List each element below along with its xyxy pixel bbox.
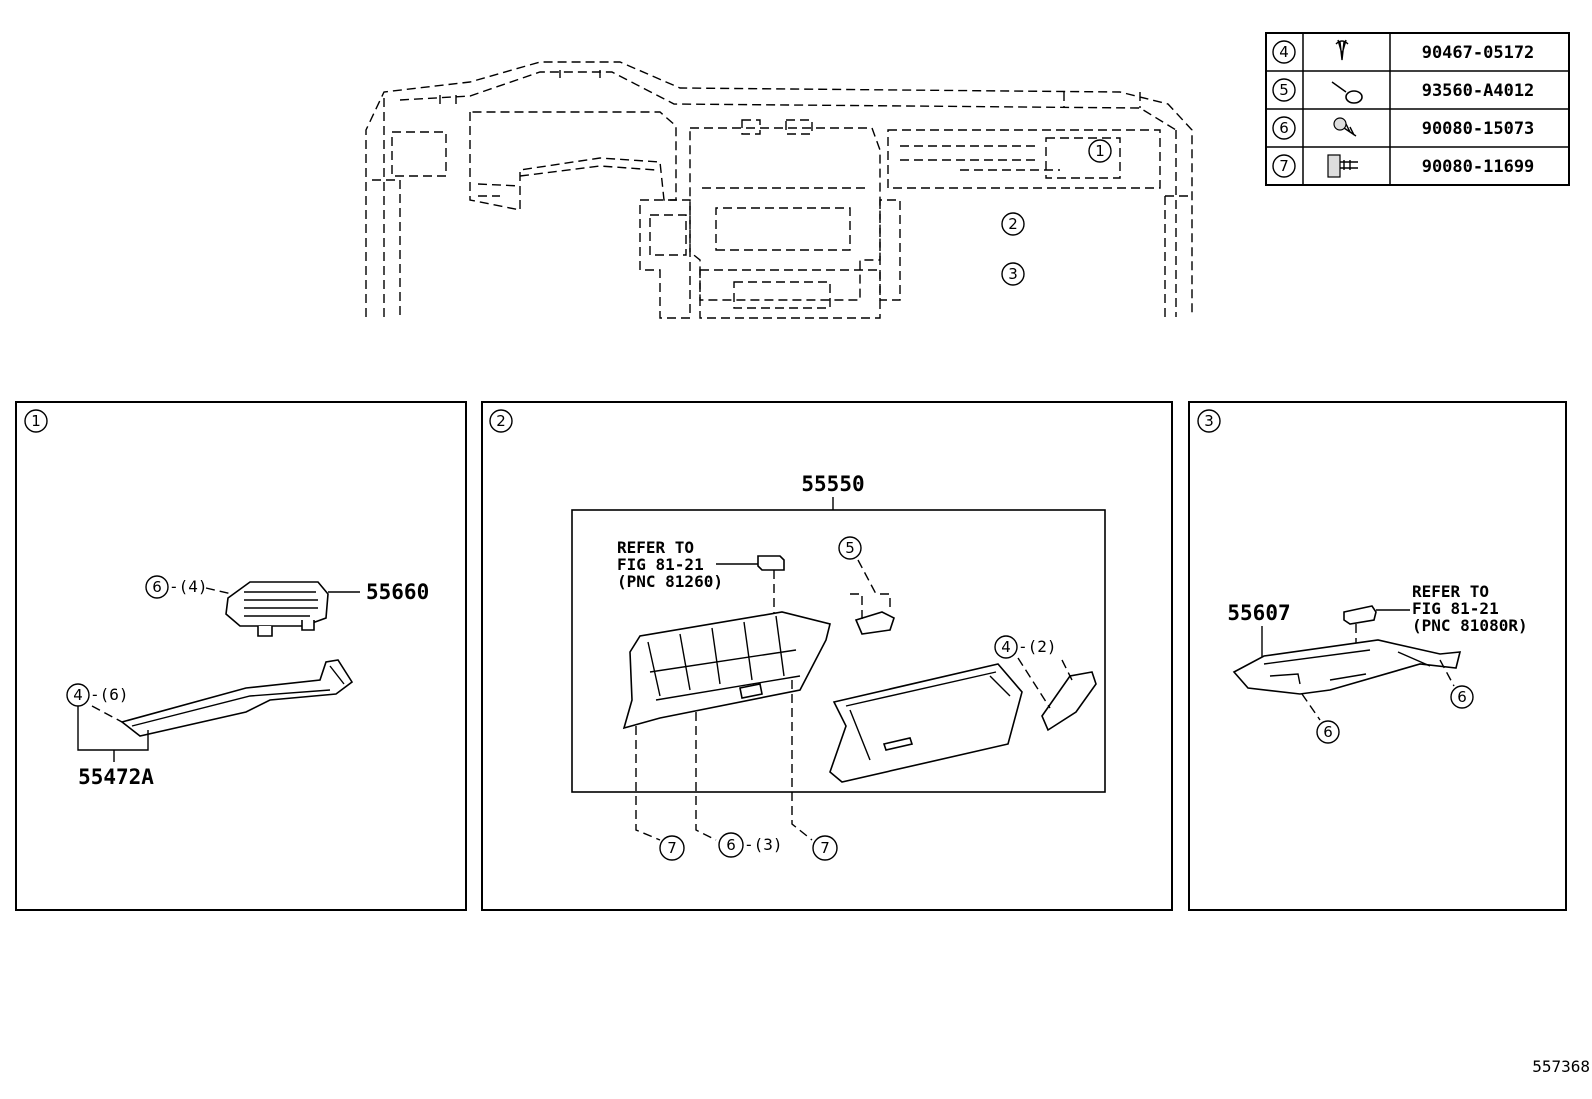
trim-panel-part <box>120 659 354 737</box>
svg-text:(PNC 81260): (PNC 81260) <box>617 572 723 591</box>
lower-panel-part <box>1232 639 1462 695</box>
assembly-box <box>571 509 1106 793</box>
svg-text:(PNC 81080R): (PNC 81080R) <box>1412 616 1528 635</box>
pin-icon <box>1331 81 1363 104</box>
svg-text:6: 6 <box>1457 688 1467 706</box>
svg-text:FIG 81-21: FIG 81-21 <box>1412 599 1499 618</box>
svg-text:REFER TO: REFER TO <box>1412 582 1489 601</box>
svg-text:FIG 81-21: FIG 81-21 <box>617 555 704 574</box>
panel-ref: 3 <box>1204 412 1214 430</box>
screw-icon <box>1333 117 1357 137</box>
legend-table: 4 90467-05172 5 93560-A4012 6 90080-1507… <box>1265 32 1570 186</box>
hinge-part <box>1041 671 1097 732</box>
clip-icon <box>1335 39 1349 61</box>
svg-text:1: 1 <box>1095 142 1105 160</box>
part-number-55607: 55607 <box>1227 601 1290 625</box>
bolt-icon <box>1327 154 1358 178</box>
callout-6: 6 <box>718 832 744 858</box>
legend-ref: 7 <box>1279 157 1289 175</box>
side-vent-part <box>225 581 329 637</box>
legend-ref: 4 <box>1279 43 1289 61</box>
legend-part-number: 90080-15073 <box>1422 119 1535 139</box>
legend-part-number: 93560-A4012 <box>1422 81 1535 101</box>
panel-ref: 1 <box>31 412 41 430</box>
qty-label: -(6) <box>90 685 129 704</box>
panel-2: 2 55550 REFER TO FIG 81-21 (PNC 81260) 5 <box>481 401 1173 911</box>
svg-text:7: 7 <box>667 839 677 857</box>
legend-row-5: 5 93560-A4012 <box>1272 78 1535 104</box>
refer-note: REFER TO FIG 81-21 (PNC 81260) <box>617 538 723 591</box>
switch-part <box>1343 605 1377 625</box>
svg-text:2: 2 <box>1008 215 1018 233</box>
svg-text:7: 7 <box>820 839 830 857</box>
damper-part <box>854 611 895 635</box>
callout-4: 4 <box>66 683 90 707</box>
legend-row-7: 7 90080-11699 <box>1272 154 1535 178</box>
legend-row-4: 4 90467-05172 <box>1272 39 1535 64</box>
switch-part <box>757 555 785 571</box>
diagram-id: 557368 <box>1532 1057 1590 1076</box>
legend-ref: 6 <box>1279 119 1289 137</box>
callout-7: 7 <box>812 835 838 861</box>
glove-box-door <box>829 663 1023 783</box>
callout-6: 6 <box>1450 685 1474 709</box>
glove-box-frame <box>622 611 831 730</box>
callout-6: 6 <box>145 575 169 599</box>
overview-callout-2: 2 <box>1001 212 1025 236</box>
part-number-55550: 55550 <box>801 472 864 496</box>
dashboard-overview: 1 2 3 <box>365 61 1193 319</box>
part-number-55472a: 55472A <box>78 765 154 789</box>
svg-text:4: 4 <box>1001 638 1011 656</box>
legend-row-6: 6 90080-15073 <box>1272 116 1535 140</box>
panel-3: 3 55607 REFER TO FIG 81-21 (PNC 81080R) … <box>1188 401 1567 911</box>
qty-label: -(4) <box>169 577 208 596</box>
svg-text:4: 4 <box>73 686 83 704</box>
overview-callout-3: 3 <box>1001 262 1025 286</box>
svg-text:6: 6 <box>726 836 736 854</box>
qty-label: -(2) <box>1018 637 1057 656</box>
callout-4: 4 <box>994 635 1018 659</box>
panel-ref: 2 <box>496 412 506 430</box>
legend-part-number: 90080-11699 <box>1422 157 1535 177</box>
svg-text:3: 3 <box>1008 265 1018 283</box>
qty-label: -(3) <box>744 835 783 854</box>
svg-text:6: 6 <box>152 578 162 596</box>
legend-part-number: 90467-05172 <box>1422 43 1535 63</box>
callout-7: 7 <box>659 835 685 861</box>
legend-ref: 5 <box>1279 81 1289 99</box>
overview-callout-1: 1 <box>1088 139 1112 163</box>
callout-6: 6 <box>1316 720 1340 744</box>
part-number-55660: 55660 <box>366 580 429 604</box>
svg-text:6: 6 <box>1323 723 1333 741</box>
refer-note: REFER TO FIG 81-21 (PNC 81080R) <box>1412 582 1528 635</box>
callout-5: 5 <box>838 536 862 560</box>
panel-1: 1 55660 6 -(4) 4 -(6) 55472A <box>15 401 467 911</box>
svg-text:REFER TO: REFER TO <box>617 538 694 557</box>
svg-text:5: 5 <box>845 539 855 557</box>
